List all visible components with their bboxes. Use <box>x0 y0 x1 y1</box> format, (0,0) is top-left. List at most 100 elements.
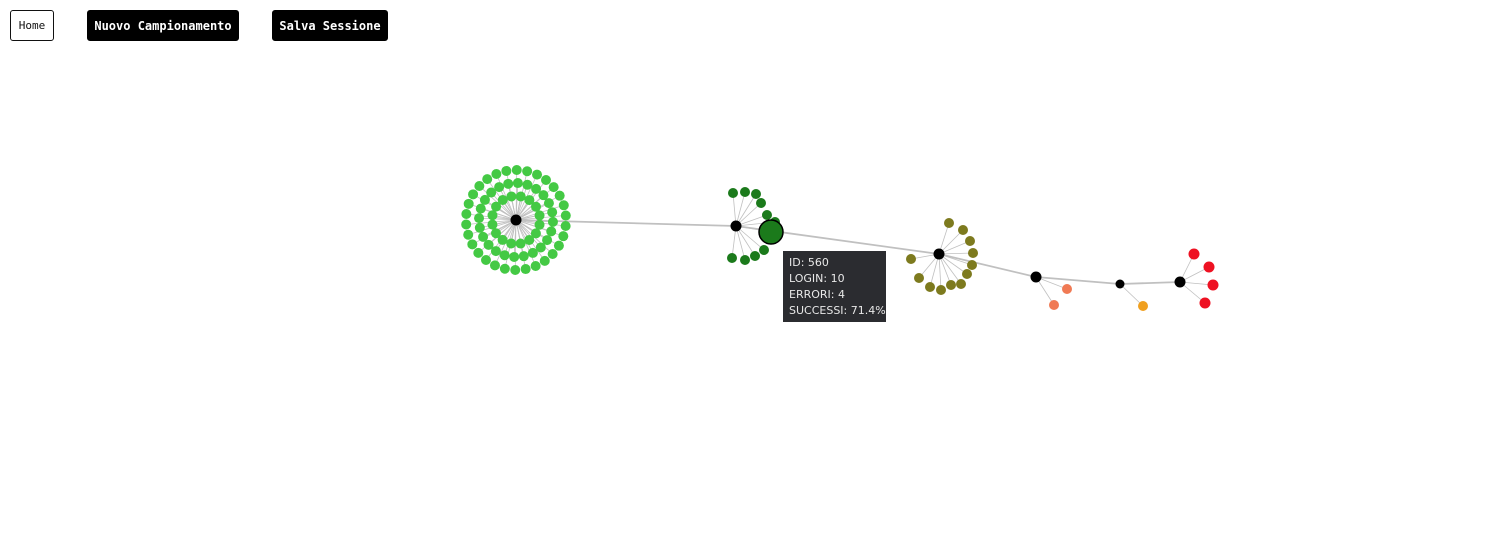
cluster-1-node[interactable] <box>501 165 512 176</box>
cluster-1-node[interactable] <box>558 231 569 242</box>
cluster-1-node[interactable] <box>506 191 517 202</box>
cluster-1-node[interactable] <box>535 242 546 253</box>
cluster-1-node[interactable] <box>548 182 559 193</box>
cluster-1-node[interactable] <box>531 183 542 194</box>
cluster-6-node[interactable] <box>1203 261 1215 273</box>
cluster-1-node[interactable] <box>490 246 501 257</box>
cluster-3-node[interactable] <box>936 285 946 295</box>
cluster-1-node[interactable] <box>534 210 545 221</box>
cluster-1-node[interactable] <box>542 235 553 246</box>
cluster-1-node[interactable] <box>524 235 535 246</box>
cluster-3-node[interactable] <box>962 269 972 279</box>
cluster-1-node[interactable] <box>547 207 558 218</box>
cluster-1-node[interactable] <box>522 179 533 190</box>
cluster-3-node[interactable] <box>956 279 966 289</box>
cluster-1-node[interactable] <box>463 229 474 240</box>
cluster-1-node[interactable] <box>554 190 565 201</box>
cluster-1-node[interactable] <box>524 195 535 206</box>
cluster-1-node[interactable] <box>547 249 558 260</box>
cluster-1-node[interactable] <box>541 175 552 186</box>
cluster-4-node[interactable] <box>1049 300 1059 310</box>
cluster-1-node[interactable] <box>474 222 485 233</box>
cluster-2-node[interactable] <box>751 189 761 199</box>
cluster-1-node[interactable] <box>520 264 531 275</box>
cluster-4-node[interactable] <box>1062 284 1072 294</box>
cluster-1-node[interactable] <box>543 198 554 209</box>
cluster-1-node[interactable] <box>473 247 484 258</box>
cluster-1-node[interactable] <box>506 238 517 249</box>
home-button[interactable]: Home <box>10 10 54 41</box>
new-sampling-button[interactable]: Nuovo Campionamento <box>87 10 239 41</box>
cluster-1-node[interactable] <box>480 254 491 265</box>
cluster-1-node[interactable] <box>494 182 505 193</box>
cluster-1-node[interactable] <box>538 190 549 201</box>
cluster-2-node[interactable] <box>740 255 750 265</box>
cluster-1-node[interactable] <box>497 194 508 205</box>
cluster-1-node[interactable] <box>483 239 494 250</box>
cluster-3-node[interactable] <box>914 273 924 283</box>
cluster-1-node[interactable] <box>509 251 520 262</box>
cluster-3-node[interactable] <box>944 218 954 228</box>
cluster-1-node[interactable] <box>487 210 498 221</box>
hub-node[interactable] <box>1115 279 1125 289</box>
cluster-1-node[interactable] <box>491 169 502 180</box>
cluster-3-node[interactable] <box>946 280 956 290</box>
cluster-2-node[interactable] <box>728 188 738 198</box>
cluster-1-node[interactable] <box>510 264 521 275</box>
cluster-1-node[interactable] <box>497 234 508 245</box>
cluster-1-node[interactable] <box>468 189 479 200</box>
cluster-1-node[interactable] <box>515 238 526 249</box>
cluster-1-node[interactable] <box>530 228 541 239</box>
cluster-1-node[interactable] <box>560 210 571 221</box>
cluster-1-node[interactable] <box>475 203 486 214</box>
cluster-1-node[interactable] <box>490 228 501 239</box>
cluster-1-node[interactable] <box>546 226 557 237</box>
cluster-1-node[interactable] <box>486 187 497 198</box>
cluster-1-node[interactable] <box>463 198 474 209</box>
cluster-1-node[interactable] <box>487 219 498 230</box>
cluster-1-node[interactable] <box>532 169 543 180</box>
cluster-3-node[interactable] <box>965 236 975 246</box>
cluster-1-node[interactable] <box>530 260 541 271</box>
cluster-1-node[interactable] <box>522 166 533 177</box>
cluster-2-node[interactable] <box>727 253 737 263</box>
cluster-1-node[interactable] <box>482 174 493 185</box>
cluster-1-node[interactable] <box>461 209 472 220</box>
cluster-3-node[interactable] <box>958 225 968 235</box>
save-session-button[interactable]: Salva Sessione <box>272 10 388 41</box>
cluster-3-node[interactable] <box>925 282 935 292</box>
cluster-1-node[interactable] <box>539 255 550 266</box>
cluster-1-node[interactable] <box>474 213 485 224</box>
cluster-1-node[interactable] <box>518 251 529 262</box>
cluster-1-node[interactable] <box>531 201 542 212</box>
cluster-1-node[interactable] <box>511 165 522 176</box>
cluster-6-node[interactable] <box>1199 297 1211 309</box>
cluster-1-node[interactable] <box>547 216 558 227</box>
cluster-1-node[interactable] <box>461 219 472 230</box>
cluster-6-node[interactable] <box>1207 279 1219 291</box>
cluster-3-node[interactable] <box>967 260 977 270</box>
hub-node[interactable] <box>510 214 522 226</box>
cluster-2-node[interactable] <box>750 251 760 261</box>
cluster-2-node[interactable] <box>762 210 772 220</box>
cluster-6-node[interactable] <box>1188 248 1200 260</box>
cluster-1-node[interactable] <box>560 220 571 231</box>
cluster-1-node[interactable] <box>527 247 538 258</box>
cluster-3-node[interactable] <box>968 248 978 258</box>
cluster-1-node[interactable] <box>499 250 510 261</box>
cluster-3-node[interactable] <box>906 254 916 264</box>
cluster-2-node[interactable] <box>756 198 766 208</box>
cluster-1-node[interactable] <box>491 201 502 212</box>
cluster-1-node[interactable] <box>499 263 510 274</box>
hub-node[interactable] <box>1030 271 1042 283</box>
cluster-1-node[interactable] <box>512 178 523 189</box>
cluster-1-node[interactable] <box>467 239 478 250</box>
cluster-1-node[interactable] <box>515 191 526 202</box>
cluster-1-node[interactable] <box>489 260 500 271</box>
cluster-1-node[interactable] <box>503 178 514 189</box>
cluster-1-node[interactable] <box>478 231 489 242</box>
cluster-1-node[interactable] <box>479 194 490 205</box>
cluster-5-node[interactable] <box>1138 301 1148 311</box>
cluster-2-node[interactable] <box>759 245 769 255</box>
